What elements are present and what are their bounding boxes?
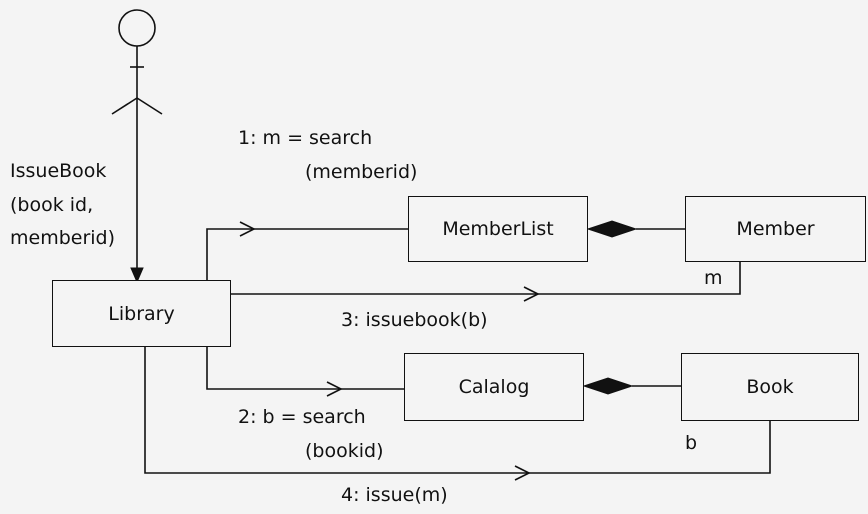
message-1-line-1: 1: m = search — [238, 127, 373, 149]
link-library-memberlist — [206, 228, 408, 280]
arrow-msg4 — [514, 465, 531, 481]
actor-left-leg — [111, 97, 138, 115]
memberlist-label: MemberList — [442, 218, 554, 240]
actor-head — [118, 9, 156, 47]
actor-right-leg — [136, 97, 163, 115]
message-3-label: 3: issuebook(b) — [341, 309, 488, 331]
member-box: Member — [685, 196, 866, 262]
member-role-label: m — [704, 267, 723, 289]
message-1-line-2: (memberid) — [305, 161, 418, 183]
link-library-catalog — [206, 347, 404, 390]
link-library-member — [231, 262, 741, 295]
link-library-book — [144, 347, 771, 474]
actor-message-line-2: (book id, — [10, 194, 94, 216]
catalog-label: Calalog — [458, 376, 530, 398]
library-label: Library — [108, 302, 175, 325]
message-4-label: 4: issue(m) — [341, 484, 448, 506]
message-2-line-1: 2: b = search — [238, 406, 366, 428]
member-label: Member — [736, 218, 815, 240]
library-box: Library — [52, 280, 231, 347]
composition-diamond-member — [586, 220, 638, 238]
message-2-line-2: (bookid) — [305, 440, 384, 462]
arrow-msg1 — [239, 221, 256, 237]
actor-arrowhead — [130, 267, 144, 284]
book-box: Book — [681, 353, 859, 421]
catalog-box: Calalog — [404, 353, 584, 421]
actor-message-line-3: memberid) — [10, 227, 116, 249]
book-role-label: b — [685, 432, 698, 454]
memberlist-box: MemberList — [408, 196, 588, 262]
book-label: Book — [746, 376, 794, 398]
arrow-msg2 — [326, 381, 343, 397]
actor-message-line-1: IssueBook — [10, 160, 107, 182]
arrow-msg3 — [523, 286, 540, 302]
composition-diamond-book — [582, 377, 634, 395]
